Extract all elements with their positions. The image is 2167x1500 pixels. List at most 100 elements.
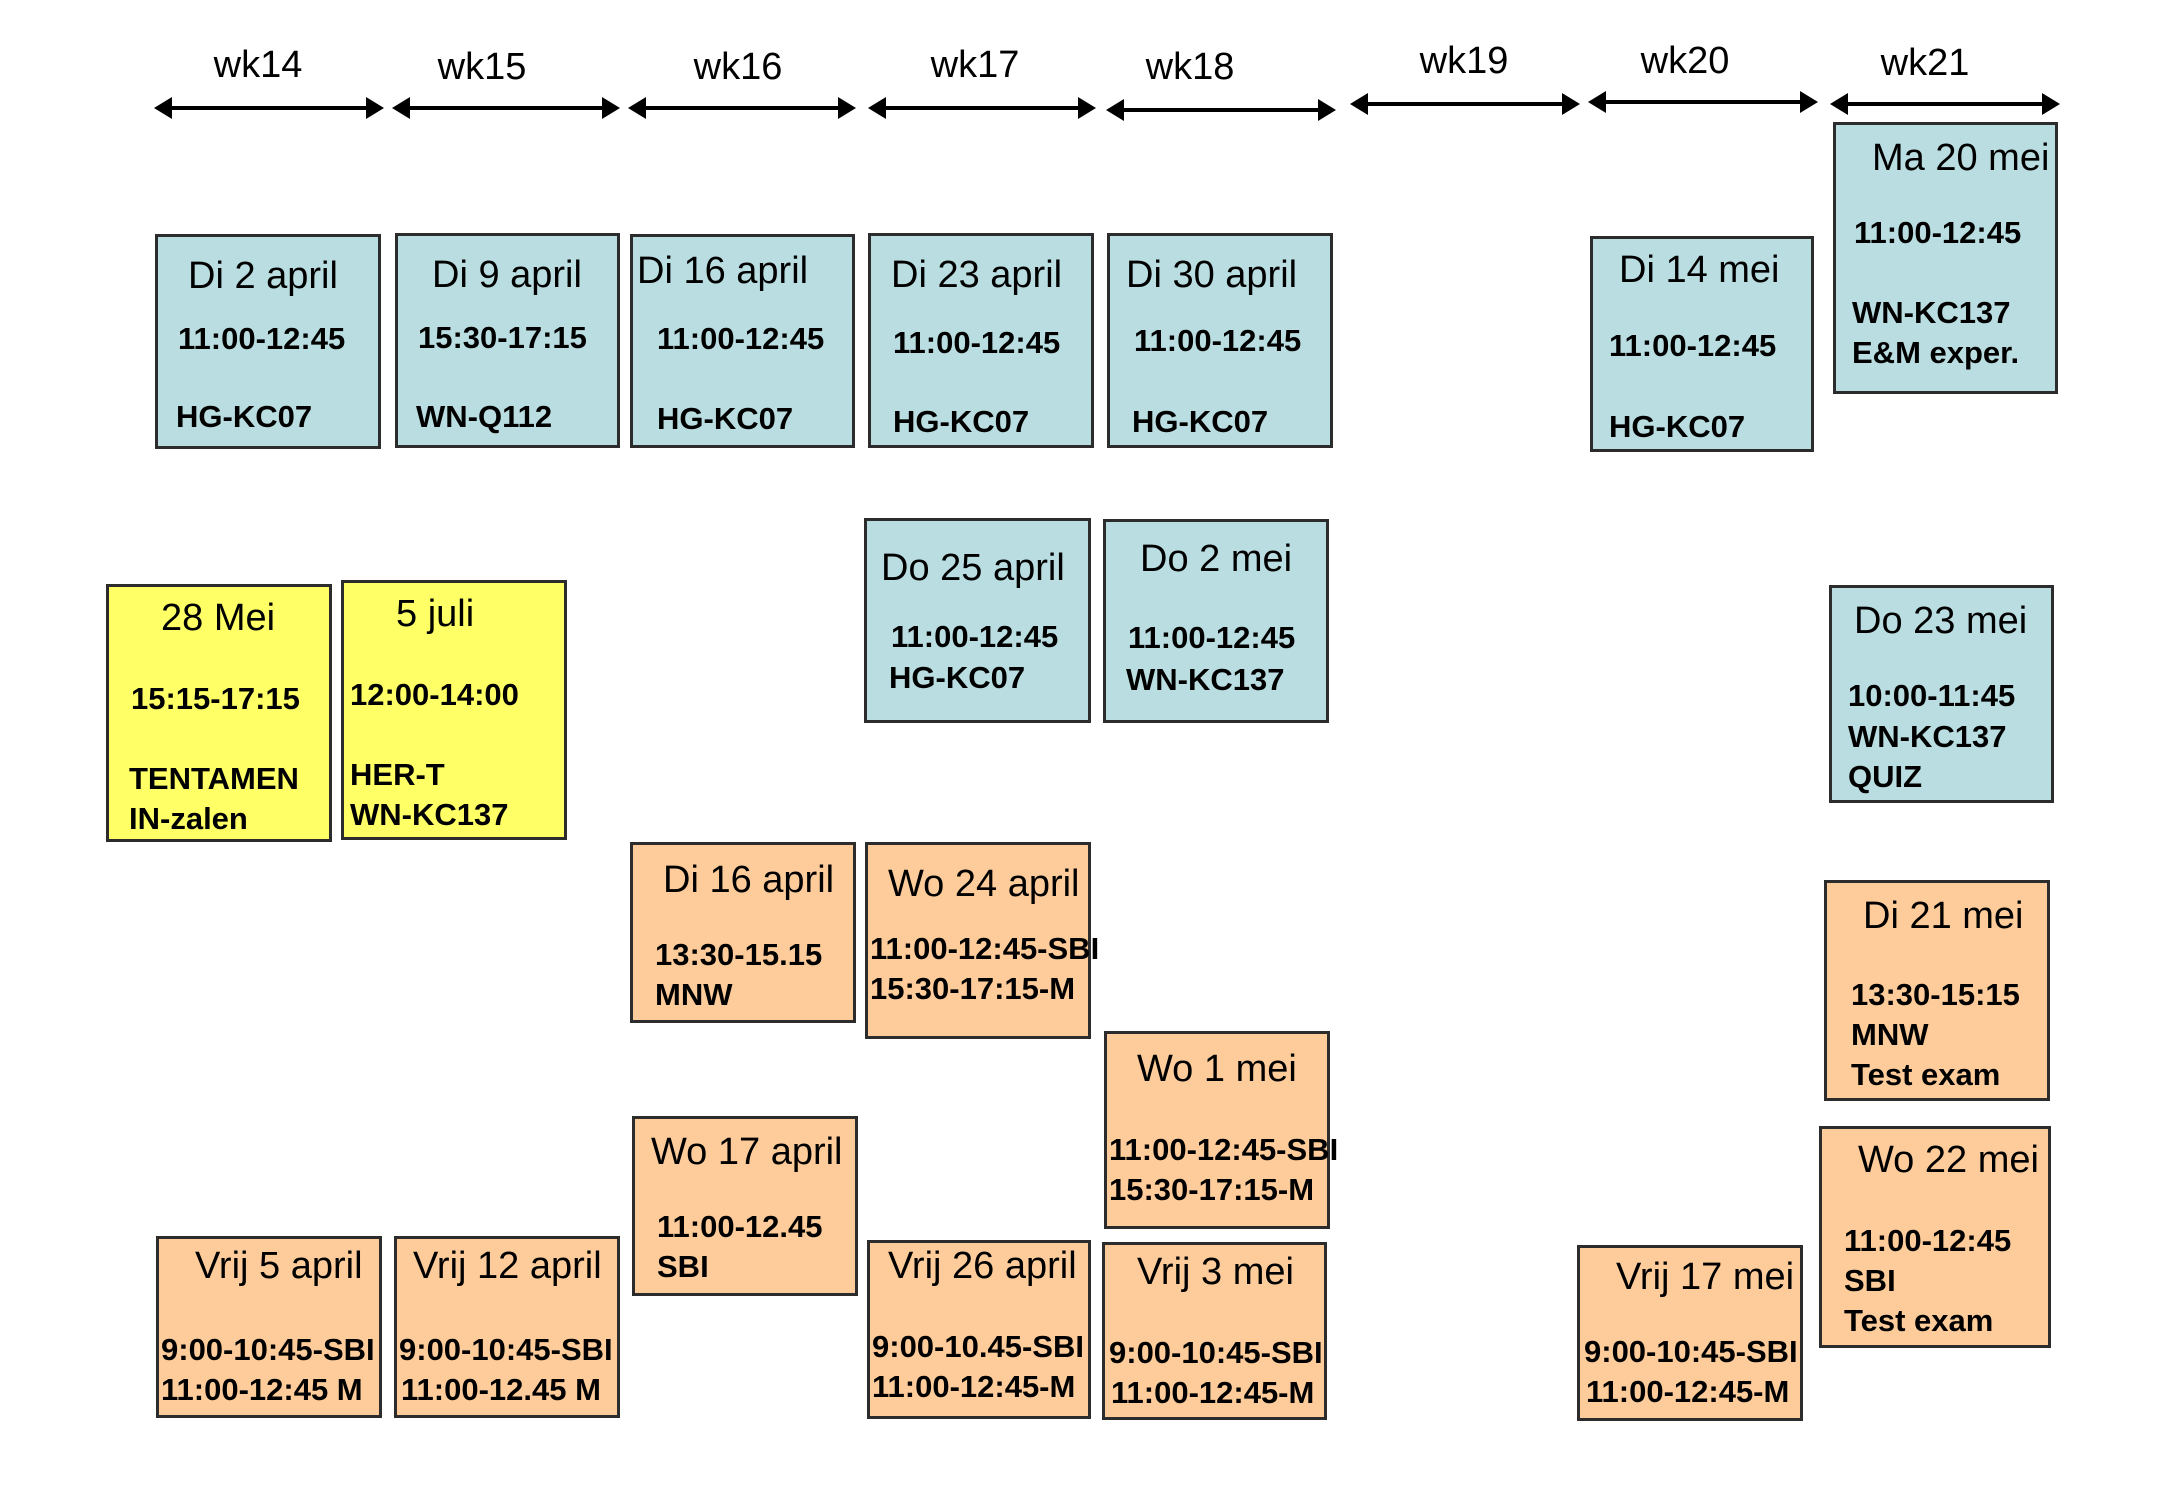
tutorial-slot: 11:00-12:45-M xyxy=(1111,1375,1315,1410)
lecture-box: Do 2 mei 11:00-12:45 WN-KC137 xyxy=(1103,519,1329,723)
tutorial-box: Wo 1 mei 11:00-12:45-SBI 15:30-17:15-M xyxy=(1104,1031,1338,1229)
lecture-room: HG-KC07 xyxy=(893,404,1030,439)
tutorial-box: Di 21 mei 13:30-15:15 MNW Test exam xyxy=(1824,880,2050,1101)
lecture-room: HG-KC07 xyxy=(889,660,1026,695)
tutorial-slot: 9:00-10:45-SBI xyxy=(1584,1334,1798,1369)
exam-box: 28 Mei 15:15-17:15 TENTAMEN IN-zalen xyxy=(106,584,332,842)
lecture-time: 11:00-12:45 xyxy=(657,321,825,356)
week-span-arrow-wk15 xyxy=(392,97,620,119)
lecture-note: E&M exper. xyxy=(1852,335,2020,370)
lecture-room: WN-KC137 xyxy=(1852,295,2011,330)
tutorial-date: Wo 1 mei xyxy=(1137,1048,1297,1090)
tutorial-slot: 9:00-10:45-SBI xyxy=(399,1332,613,1367)
week-label-wk21: wk21 xyxy=(1880,42,1970,84)
week-label-wk14: wk14 xyxy=(213,44,303,86)
tutorial-slot: 11:00-12:45-M xyxy=(1586,1374,1790,1409)
lecture-date: Di 23 april xyxy=(891,254,1063,296)
lecture-date: Di 9 april xyxy=(432,254,582,296)
tutorial-slot: 9:00-10:45-SBI xyxy=(1109,1335,1323,1370)
lecture-date: Do 2 mei xyxy=(1140,538,1293,580)
tutorial-box: Di 16 april 13:30-15.15 MNW xyxy=(630,842,856,1023)
tutorial-date: Vrij 12 april xyxy=(413,1245,602,1287)
week-label-wk20: wk20 xyxy=(1640,40,1730,82)
exam-time: 12:00-14:00 xyxy=(350,677,519,712)
lecture-time: 11:00-12:45 xyxy=(1854,215,2022,250)
lecture-time: 11:00-12:45 xyxy=(1128,620,1296,655)
exam-time: 15:15-17:15 xyxy=(131,681,300,716)
tutorial-box: Vrij 5 april 9:00-10:45-SBI 11:00-12:45 … xyxy=(156,1236,382,1418)
tutorial-time: 13:30-15:15 xyxy=(1851,977,2020,1012)
tutorial-box: Vrij 3 mei 9:00-10:45-SBI 11:00-12:45-M xyxy=(1102,1242,1327,1420)
tutorial-slot: 11:00-12:45 M xyxy=(161,1372,363,1407)
tutorial-date: Vrij 17 mei xyxy=(1616,1256,1795,1298)
lecture-room: HG-KC07 xyxy=(657,401,794,436)
tutorial-date: Vrij 5 april xyxy=(195,1245,363,1287)
week-span-arrow-wk19 xyxy=(1350,93,1580,115)
tutorial-date: Vrij 26 april xyxy=(888,1245,1077,1287)
tutorial-date: Di 21 mei xyxy=(1863,895,2024,937)
tutorial-box: Vrij 26 april 9:00-10.45-SBI 11:00-12:45… xyxy=(867,1240,1091,1419)
lecture-date: Di 2 april xyxy=(188,255,338,297)
lecture-box: Di 23 april 11:00-12:45 HG-KC07 xyxy=(868,233,1094,448)
lecture-date: Ma 20 mei xyxy=(1872,137,2050,179)
exam-date: 5 juli xyxy=(396,593,475,635)
tutorial-date: Wo 22 mei xyxy=(1858,1139,2039,1181)
week-label-wk19: wk19 xyxy=(1419,40,1509,82)
week-span-arrow-wk21 xyxy=(1830,93,2060,115)
week-label-wk16: wk16 xyxy=(693,46,783,88)
lecture-room: HG-KC07 xyxy=(1132,404,1269,439)
tutorial-slot: 11:00-12:45-SBI xyxy=(1109,1132,1339,1167)
lecture-time: 11:00-12:45 xyxy=(893,325,1061,360)
tutorial-slot: 9:00-10.45-SBI xyxy=(872,1329,1084,1364)
lecture-time: 11:00-12:45 xyxy=(891,619,1059,654)
tutorial-date: Wo 24 april xyxy=(888,863,1080,905)
exam-type: TENTAMEN xyxy=(129,761,299,796)
tutorial-date: Di 16 april xyxy=(663,859,835,901)
tutorial-date: Wo 17 april xyxy=(651,1131,843,1173)
week-span-arrow-wk20 xyxy=(1588,91,1818,113)
lecture-box: Di 16 april 11:00-12:45 HG-KC07 xyxy=(630,234,855,448)
tutorial-slot: 15:30-17:15-M xyxy=(870,971,1076,1006)
lecture-room: WN-Q112 xyxy=(416,399,553,434)
lecture-time: 15:30-17:15 xyxy=(418,320,587,355)
lecture-box: Do 23 mei 10:00-11:45 WN-KC137 QUIZ xyxy=(1829,585,2054,803)
lecture-time: 11:00-12:45 xyxy=(1609,328,1777,363)
lecture-room: HG-KC07 xyxy=(176,399,313,434)
exam-room: WN-KC137 xyxy=(350,797,509,832)
lecture-date: Do 25 april xyxy=(881,547,1065,589)
lecture-room: WN-KC137 xyxy=(1848,719,2007,754)
tutorial-note: Test exam xyxy=(1851,1057,2001,1092)
lecture-room: HG-KC07 xyxy=(1609,409,1746,444)
tutorial-slot: 9:00-10:45-SBI xyxy=(161,1332,375,1367)
tutorial-box: Vrij 12 april 9:00-10:45-SBI 11:00-12.45… xyxy=(394,1236,620,1418)
week-span-arrow-wk18 xyxy=(1106,99,1336,121)
week-span-arrow-wk17 xyxy=(868,97,1096,119)
tutorial-room: SBI xyxy=(657,1249,709,1284)
exam-date: 28 Mei xyxy=(161,597,276,639)
tutorial-time: 13:30-15.15 xyxy=(655,937,823,972)
lecture-date: Di 14 mei xyxy=(1619,249,1780,291)
exam-room: IN-zalen xyxy=(129,801,248,836)
week-span-arrow-wk16 xyxy=(628,97,856,119)
lecture-box: Di 30 april 11:00-12:45 HG-KC07 xyxy=(1107,233,1333,448)
lecture-box: Di 9 april 15:30-17:15 WN-Q112 xyxy=(395,233,620,448)
tutorial-time: 11:00-12.45 xyxy=(657,1209,823,1244)
tutorial-box: Wo 22 mei 11:00-12:45 SBI Test exam xyxy=(1819,1126,2051,1348)
week-label-wk15: wk15 xyxy=(437,46,527,88)
lecture-box: Di 14 mei 11:00-12:45 HG-KC07 xyxy=(1590,236,1814,452)
tutorial-box: Vrij 17 mei 9:00-10:45-SBI 11:00-12:45-M xyxy=(1577,1245,1803,1421)
tutorial-slot: 15:30-17:15-M xyxy=(1109,1172,1315,1207)
tutorial-room: MNW xyxy=(655,977,733,1012)
lecture-date: Di 30 april xyxy=(1126,254,1298,296)
week-label-wk18: wk18 xyxy=(1145,46,1235,88)
tutorial-slot: 11:00-12.45 M xyxy=(401,1372,601,1407)
lecture-box: Di 2 april 11:00-12:45 HG-KC07 xyxy=(155,234,381,449)
tutorial-box: Wo 17 april 11:00-12.45 SBI xyxy=(632,1116,858,1296)
tutorial-slot: 11:00-12:45-SBI xyxy=(870,931,1100,966)
week-label-wk17: wk17 xyxy=(930,44,1020,86)
tutorial-room: MNW xyxy=(1851,1017,1929,1052)
week-span-arrow-wk14 xyxy=(154,97,384,119)
tutorial-box: Wo 24 april 11:00-12:45-SBI 15:30-17:15-… xyxy=(865,842,1099,1039)
lecture-time: 11:00-12:45 xyxy=(178,321,346,356)
